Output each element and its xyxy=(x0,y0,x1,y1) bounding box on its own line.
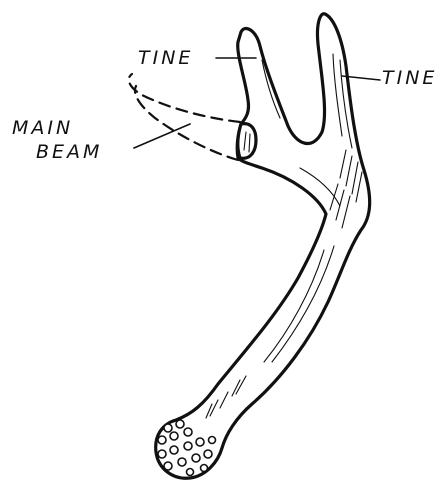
tine-right-label: TINE xyxy=(382,67,437,89)
main-beam-stub xyxy=(238,124,256,159)
tine-left-label: TINE xyxy=(138,47,193,69)
antler xyxy=(156,14,370,478)
main-beam-dashed-outline xyxy=(129,74,240,160)
antler-outline xyxy=(156,14,370,478)
main-beam-label-line1: MAIN xyxy=(12,117,73,139)
main-beam-label-line2: BEAM xyxy=(36,141,102,163)
